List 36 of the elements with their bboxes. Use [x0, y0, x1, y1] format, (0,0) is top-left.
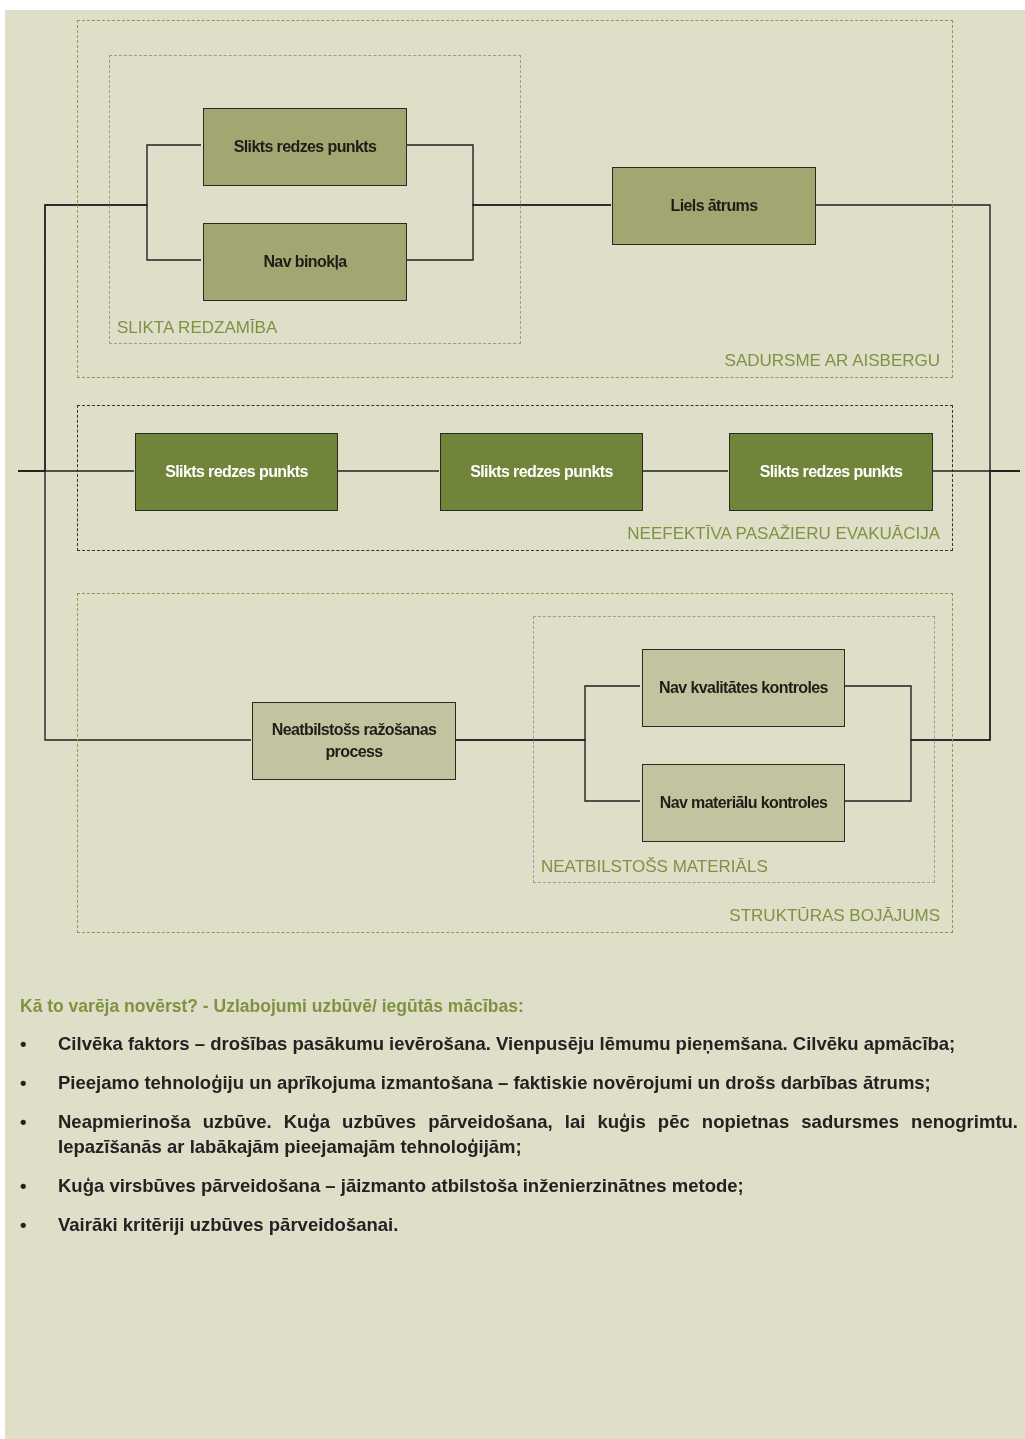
connector-line	[842, 470, 1021, 802]
event-block: Liels ātrums	[612, 167, 816, 245]
group-title: NEEFEKTĪVA PASAŽIERU EVAKUĀCIJA	[627, 524, 940, 544]
group-frame	[533, 616, 935, 883]
bullet-marker: •	[20, 1213, 27, 1237]
connector-line	[641, 470, 729, 472]
connector-line	[454, 739, 641, 802]
bullet-text: Kuģa virsbūves pārveidošana – jāizmanto atbilstoša inženierzinātnes metode;	[58, 1174, 745, 1198]
group-title: SLIKTA REDZAMĪBA	[117, 318, 278, 338]
bullet-marker: •	[20, 1174, 27, 1198]
group-frame	[77, 593, 953, 933]
bullet-text: Vairāki kritēriji uzbūves pārveidošanai.	[58, 1213, 400, 1237]
section-heading: Kā to varēja novērst? - Uzlabojumi uzbūvē/ iegūtās mācības:	[20, 996, 525, 1017]
bullet-marker: •	[20, 1032, 27, 1056]
event-block: Slikts redzes punkts	[203, 108, 407, 186]
bullet-marker: •	[20, 1110, 27, 1134]
bullet-marker: •	[20, 1071, 27, 1095]
event-block: Nav binokļa	[203, 223, 407, 301]
connector-line	[17, 470, 252, 741]
event-block: Slikts redzes punkts	[440, 433, 643, 511]
group-title: STRUKTŪRAS BOJĀJUMS	[729, 906, 940, 926]
bullet-text: Neapmierinoša uzbūve. Kuģa uzbūves pārveidošana, lai kuģis pēc nopietnas sadursmes nenogrimtu. Iepazīšanās ar labākajām pieejamajām tehnoloģijām;	[58, 1110, 1018, 1159]
bullet-text: Cilvēka faktors – drošības pasākumu ievērošana. Vienpusēju lēmumu pieņemšana. Cilvēku apmācība;	[58, 1032, 957, 1056]
event-block: Slikts redzes punkts	[135, 433, 338, 511]
group-frame	[109, 55, 521, 344]
event-block: Neatbilstošs ražošanas process	[252, 702, 456, 780]
event-block: Nav kvalitātes kontroles	[642, 649, 845, 727]
bullet-text: Pieejamo tehnoloģiju un aprīkojuma izmantošana – faktiskie novērojumi un drošs darbības ātrums;	[58, 1071, 932, 1095]
group-frame	[77, 20, 953, 378]
connector-line	[404, 204, 612, 261]
connector-line	[336, 470, 440, 472]
event-block: Slikts redzes punkts	[729, 433, 933, 511]
group-title: SADURSME AR AISBERGU	[724, 351, 940, 371]
group-frame	[77, 405, 953, 551]
event-block: Nav materiālu kontroles	[642, 764, 845, 842]
group-title: NEATBILSTOŠS MATERIĀLS	[541, 857, 768, 877]
